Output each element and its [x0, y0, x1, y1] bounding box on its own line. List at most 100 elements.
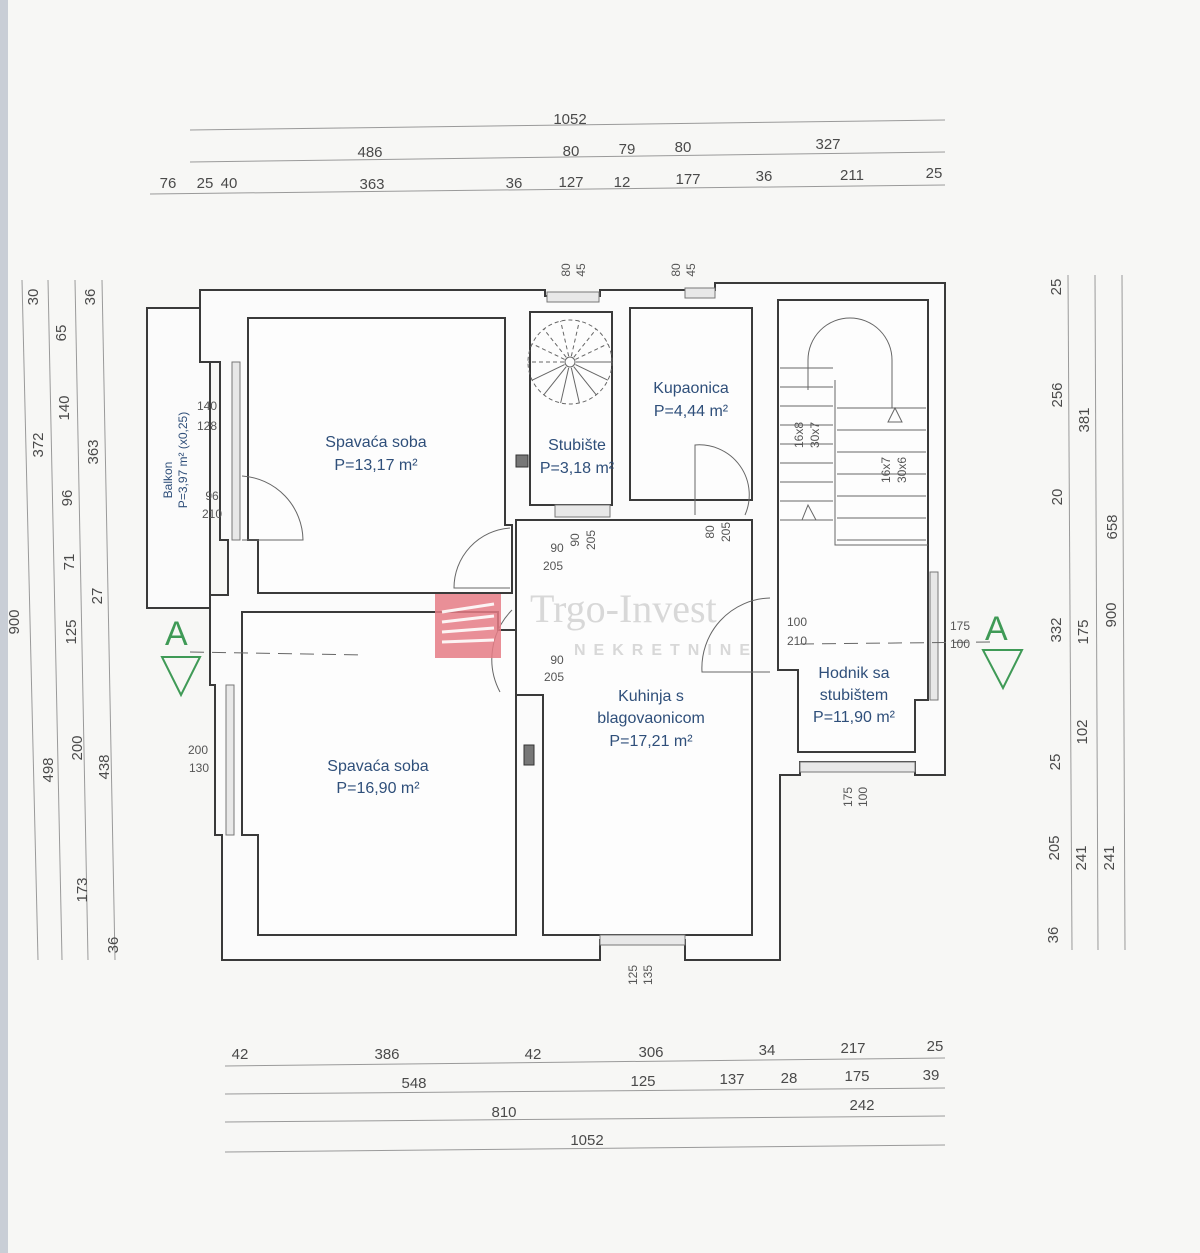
dimension-label: 125 — [630, 1073, 655, 1090]
opening-dimension-label: 80 — [559, 263, 573, 277]
room-area: P=13,17 m² — [334, 457, 418, 474]
room-name: Stubište — [548, 437, 606, 454]
room-kitchen — [515, 519, 753, 936]
opening-dimension-label: 100 — [787, 615, 807, 629]
dimension-label: 25 — [1048, 279, 1065, 296]
opening-dimension-label: 100 — [856, 787, 870, 807]
dimension-label: 125 — [63, 619, 80, 644]
dimension-label: 810 — [491, 1104, 516, 1121]
dimension-label: 27 — [89, 588, 106, 605]
opening-dimension-label: 80 — [669, 263, 683, 277]
room-bathroom — [629, 307, 753, 501]
dimension-label: 28 — [781, 1070, 798, 1087]
room-bedroom-1 — [247, 317, 513, 594]
room-name-line2: stubištem — [820, 687, 888, 704]
dimension-label: 363 — [359, 176, 384, 193]
dimension-label: 25 — [927, 1038, 944, 1055]
opening-dimension-label: 200 — [188, 743, 208, 757]
dimension-label: 381 — [1076, 407, 1093, 432]
svg-text:A: A — [985, 610, 1008, 648]
dimension-label: 175 — [1075, 619, 1092, 644]
stair-tread — [573, 366, 597, 396]
stair-dimension-label: 16x8 — [792, 422, 806, 448]
opening-dimension-label: 175 — [950, 619, 970, 633]
stair-dimension-label: 30x7 — [808, 422, 822, 448]
section-line — [189, 651, 366, 656]
dimension-label: 140 — [56, 395, 73, 420]
room-area: P=11,90 m² — [813, 709, 896, 726]
room-name: Spavaća soba — [325, 434, 427, 451]
straight-staircase-icon — [780, 317, 928, 546]
stair-tread — [575, 364, 609, 381]
opening-dimension-label: 90 — [568, 533, 582, 547]
dimension-label: 36 — [756, 168, 773, 185]
room-area: P=3,18 m² — [540, 460, 615, 477]
stair-tread — [570, 320, 580, 357]
stair-tread — [543, 328, 567, 358]
dimension-label: 900 — [6, 609, 23, 634]
dimension-label: 25 — [197, 175, 214, 192]
dimension-label: 25 — [926, 165, 943, 182]
dimension-label: 30 — [25, 289, 42, 306]
dimension-label: 76 — [160, 175, 177, 192]
opening-dimension-label: 45 — [574, 263, 588, 277]
watermark-brand: Trgo-Invest — [530, 586, 717, 631]
chimney-icon — [523, 744, 535, 766]
stair-tread — [570, 367, 580, 404]
svg-text:A: A — [165, 615, 188, 653]
dimension-label: 332 — [1048, 617, 1065, 642]
stair-tread — [560, 367, 570, 404]
dimension-label: 1052 — [553, 111, 586, 128]
balcony-area: P=3,97 m² (x0,25) — [176, 412, 190, 508]
room-hallway — [777, 299, 929, 753]
dimension-label: 486 — [357, 144, 382, 161]
dimension-label: 372 — [30, 432, 47, 457]
dimension-label: 80 — [563, 143, 580, 160]
dimension-label: 327 — [815, 136, 840, 153]
dimension-label: 217 — [840, 1040, 865, 1057]
stair-dimension-label: 16x7 — [879, 457, 893, 483]
dimension-label: 363 — [85, 439, 102, 464]
dimension-label: 36 — [82, 289, 99, 306]
opening-dimension-label: 100 — [950, 637, 970, 651]
dimension-label: 127 — [558, 174, 583, 191]
opening-dimension-label: 205 — [544, 670, 564, 684]
balcony-name: Balkon — [161, 462, 175, 499]
dimension-label: 40 — [221, 175, 238, 192]
room-area: P=4,44 m² — [654, 403, 729, 420]
dimension-label: 137 — [719, 1071, 744, 1088]
room-name: Spavaća soba — [327, 758, 429, 775]
dimension-label: 177 — [675, 171, 700, 188]
opening-dimension-label: 205 — [543, 559, 563, 573]
dimension-label: 498 — [40, 757, 57, 782]
stair-tread — [573, 328, 597, 358]
dimension-label: 34 — [759, 1042, 776, 1059]
room-area: P=17,21 m² — [609, 733, 693, 750]
spiral-staircase-icon — [527, 319, 613, 405]
watermark: Trgo-Invest NEKRETNINE — [435, 586, 750, 659]
stair-tread — [531, 364, 565, 381]
dimension-label: 1052 — [570, 1132, 603, 1149]
room-name-line2: blagovaonicom — [597, 710, 705, 727]
dimension-label: 65 — [53, 325, 70, 342]
dimension-label: 242 — [849, 1097, 874, 1114]
section-line — [799, 641, 991, 645]
dimension-label: 211 — [840, 167, 864, 184]
dimension-label: 173 — [74, 877, 91, 902]
dimension-label: 71 — [61, 554, 78, 571]
dimension-label: 256 — [1049, 382, 1066, 407]
stair-dimension-label: 30x6 — [895, 457, 909, 483]
opening-dimension-label: 90 — [550, 653, 564, 667]
dimension-label: 386 — [374, 1046, 399, 1063]
dimension-label: 42 — [232, 1046, 249, 1063]
dimension-label: 96 — [59, 490, 76, 507]
dimension-label: 39 — [923, 1067, 940, 1084]
dimension-label: 36 — [105, 937, 122, 954]
opening-dimension-label: 90 — [550, 541, 564, 555]
scan-edge — [0, 0, 8, 1253]
opening-dimension-label: 205 — [584, 530, 598, 550]
dimension-label: 205 — [1046, 835, 1063, 860]
dimension-label: 80 — [675, 139, 692, 156]
opening-dimension-label: 96 — [205, 489, 219, 503]
